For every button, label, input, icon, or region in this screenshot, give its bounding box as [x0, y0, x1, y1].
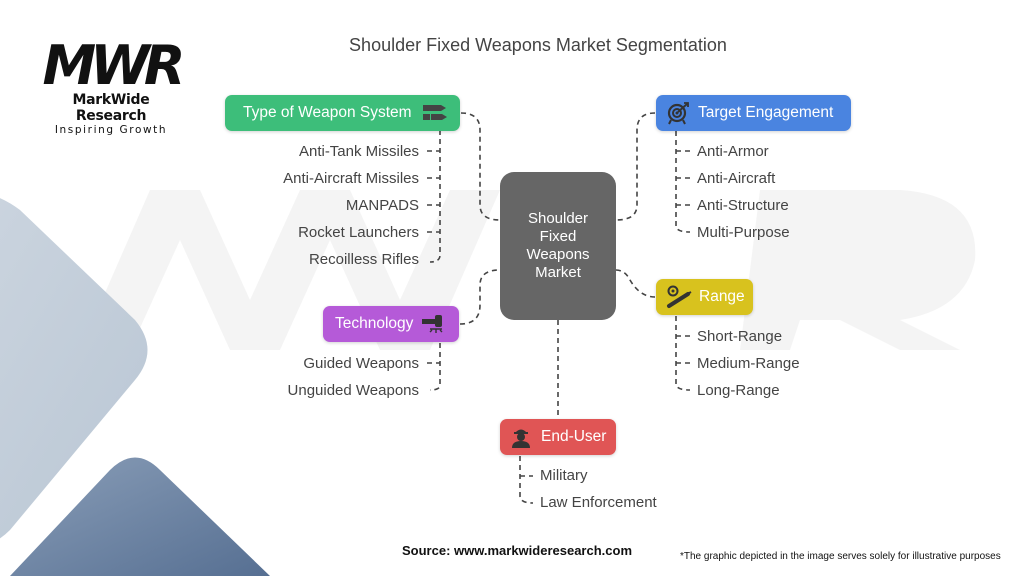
target-icon [666, 101, 690, 125]
list-item: Anti-Tank Missiles [298, 143, 419, 160]
segment-end-user[interactable]: End-User [500, 419, 616, 455]
segment-label: Technology [335, 315, 414, 332]
list-item: Military [540, 467, 588, 484]
disclaimer-note: *The graphic depicted in the image serve… [680, 551, 1001, 562]
connector-type-items [429, 130, 441, 263]
center-node[interactable]: Shoulder Fixed Weapons Market [500, 172, 616, 320]
segment-label: Type of Weapon System [243, 104, 412, 121]
connector-range-items [675, 316, 691, 391]
segment-label: Target Engagement [698, 104, 834, 121]
list-item: Unguided Weapons [287, 382, 419, 399]
soldier-icon [509, 425, 533, 449]
source-text: Source: www.markwideresearch.com [402, 543, 633, 558]
segment-label: Range [699, 288, 745, 305]
list-item: Anti-Aircraft Missiles [283, 170, 419, 187]
brand-tagline: Inspiring Growth [54, 124, 168, 136]
list-item: Long-Range [697, 382, 780, 399]
brand-logo: MWR MarkWide Research Inspiring Growth [36, 34, 186, 137]
connector-range-center [615, 269, 656, 298]
rocket-launcher-icon [421, 313, 447, 335]
logo-mark: MWR [42, 34, 186, 97]
segment-target-engagement[interactable]: Target Engagement [656, 95, 851, 131]
list-item: MANPADS [345, 197, 419, 214]
center-node-label: Shoulder Fixed Weapons Market [526, 210, 590, 281]
connector-target-center [615, 112, 656, 221]
list-item: Guided Weapons [303, 355, 419, 372]
list-item: Short-Range [697, 328, 783, 345]
list-item: Anti-Aircraft [697, 170, 776, 187]
page-title: Shoulder Fixed Weapons Market Segmentati… [349, 35, 727, 55]
connector-enduser-items [519, 456, 534, 504]
list-item: Law Enforcement [540, 494, 657, 511]
connector-target-items [675, 131, 691, 233]
list-item: Medium-Range [697, 355, 800, 372]
segment-range[interactable]: Range [656, 279, 753, 315]
connector-type-center [460, 112, 501, 221]
segment-label: End-User [541, 428, 607, 445]
segment-type-of-weapon-system[interactable]: Type of Weapon System [225, 95, 460, 131]
segment-technology[interactable]: Technology [323, 306, 459, 342]
bullets-icon [422, 103, 448, 123]
connector-tech-center [459, 269, 501, 325]
connector-tech-items [429, 343, 441, 391]
scope-rifle-icon [666, 285, 692, 309]
brand-name: MarkWide Research [72, 92, 150, 124]
list-item: Anti-Structure [697, 197, 789, 214]
list-item: Rocket Launchers [298, 224, 419, 241]
list-item: Anti-Armor [697, 143, 769, 160]
list-item: Recoilless Rifles [308, 251, 419, 268]
list-item: Multi-Purpose [697, 224, 790, 241]
